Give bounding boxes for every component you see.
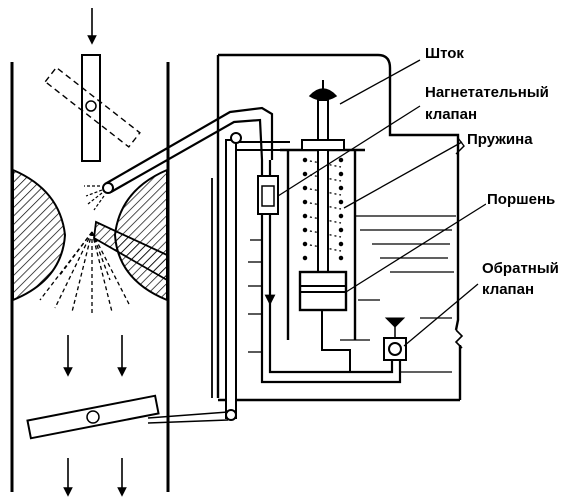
pump-cylinder — [260, 80, 402, 384]
fuel-level — [248, 215, 456, 373]
rod — [317, 99, 329, 273]
label-obratny-line1: Обратный — [481, 260, 560, 277]
leader-nagnetatelny — [277, 105, 421, 197]
label-obratny-line2: клапан — [481, 281, 536, 298]
leader-lines — [277, 59, 487, 347]
leader-pruzhina — [343, 141, 463, 209]
check-valve — [383, 317, 407, 361]
pushrod — [225, 139, 237, 419]
label-shtok: Шток — [424, 45, 465, 62]
air-damper — [81, 54, 101, 162]
leader-shtok — [339, 59, 421, 105]
label-nagnetatelny-line1: Нагнетательный — [424, 84, 550, 101]
spray-nozzle — [39, 106, 274, 314]
leader-porshen — [345, 203, 487, 293]
air-damper-open-position — [44, 66, 141, 148]
label-nagnetatelny-line2: клапан — [424, 106, 479, 123]
nozzle-spray — [84, 185, 105, 211]
label-pruzhina: Пружина — [466, 131, 534, 148]
throttle-valve — [26, 394, 160, 440]
spring — [302, 157, 344, 261]
label-porshen: Поршень — [486, 191, 557, 208]
discharge-valve — [230, 141, 290, 215]
fuel-spray-cone — [39, 231, 131, 314]
drive-linkage — [147, 132, 276, 424]
main-jet-channel — [93, 220, 168, 282]
diffuser-left-bulge — [12, 168, 67, 302]
leader-obratny — [403, 283, 479, 347]
